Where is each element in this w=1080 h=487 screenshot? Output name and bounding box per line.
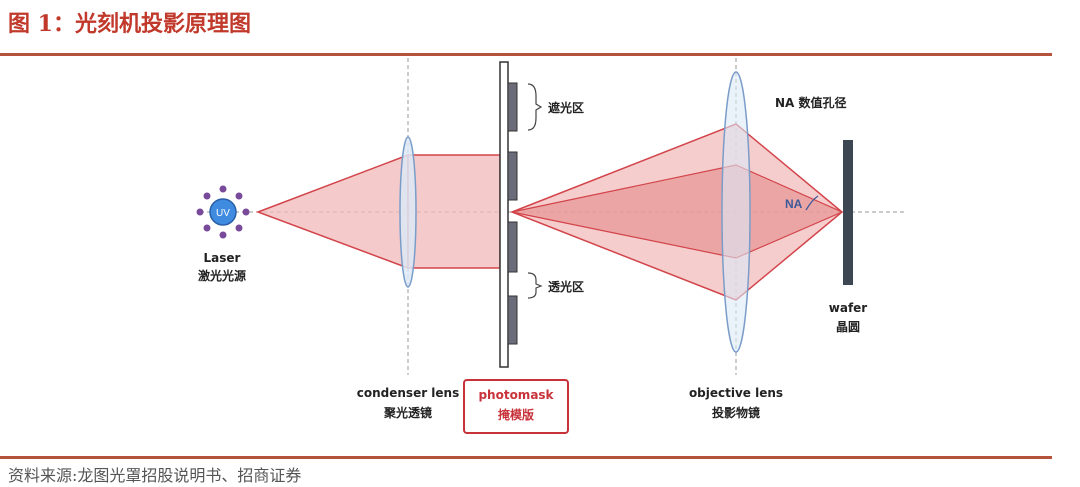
- mask-chrome-1: [507, 82, 518, 132]
- mask-chrome-3: [507, 221, 518, 273]
- wafer: [843, 140, 853, 285]
- photomask-plate: [499, 61, 509, 368]
- bottom-divider: [0, 456, 1052, 459]
- objective-label-en: objective lens: [689, 386, 783, 400]
- source-note: 资料来源:龙图光罩招股说明书、招商证券: [8, 466, 302, 485]
- beam-inner-cone: [511, 164, 844, 259]
- condenser-lens: [399, 136, 417, 288]
- beam-laser-to-condenser: [255, 153, 409, 270]
- uv-label: UV: [216, 208, 230, 219]
- beam-collimated: [407, 154, 501, 269]
- na-angle-arc: [805, 195, 819, 211]
- condenser-label-cn: 聚光透镜: [383, 405, 432, 420]
- objective-label-cn: 投影物镜: [712, 405, 760, 420]
- wafer-label-cn: 晶圆: [836, 319, 860, 334]
- photomask-label-box: [463, 379, 569, 434]
- transmit-bracket: [527, 272, 543, 299]
- top-divider: [0, 53, 1052, 56]
- mask-chrome-2: [507, 151, 518, 201]
- laser-label-cn: 激光光源: [198, 268, 246, 283]
- shade-region-label: 遮光区: [548, 100, 584, 115]
- na-aperture-label: NA 数值孔径: [775, 95, 847, 110]
- wafer-label-en: wafer: [829, 301, 868, 315]
- photomask-label-en: photomask: [478, 388, 554, 402]
- mask-chrome-4: [507, 295, 518, 345]
- figure-title: 图 1：光刻机投影原理图: [8, 11, 251, 37]
- laser-label-en: Laser: [204, 251, 241, 265]
- uv-laser-icon: UV: [196, 185, 250, 239]
- transmit-region-label: 透光区: [548, 279, 584, 294]
- shade-bracket: [527, 83, 543, 131]
- photomask-label-cn: 掩模版: [498, 407, 534, 422]
- na-label: NA: [785, 197, 803, 211]
- objective-lens: [721, 71, 751, 353]
- condenser-label-en: condenser lens: [357, 386, 460, 400]
